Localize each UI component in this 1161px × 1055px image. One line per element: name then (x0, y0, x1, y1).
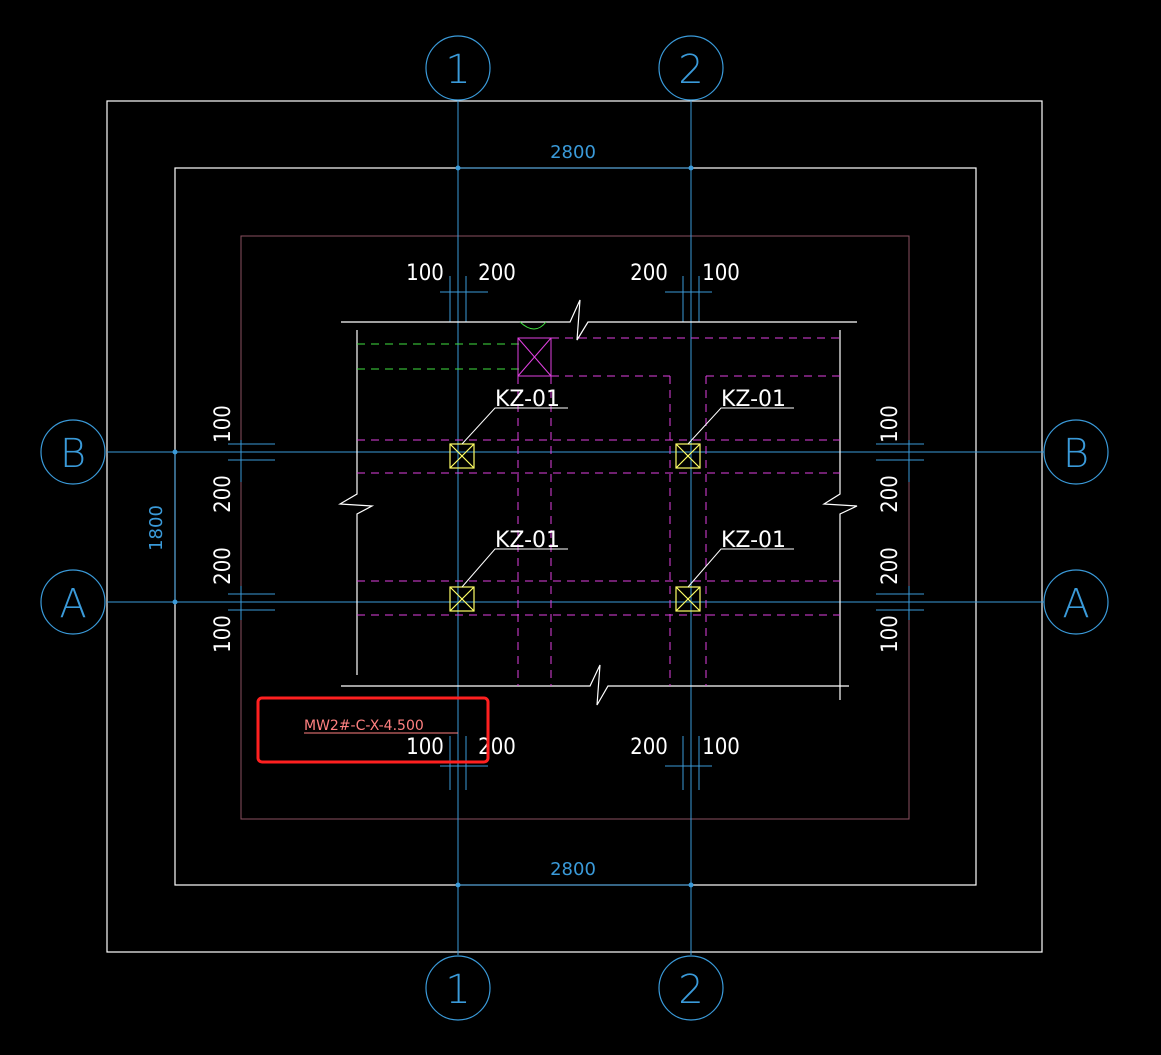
dim-ticks-top (440, 276, 712, 322)
dim-top-right-200: 200 (630, 261, 668, 286)
dim-bottom-right-200: 200 (630, 735, 668, 760)
magenta-dashed-walls (357, 337, 840, 686)
dim-top-right-100: 100 (702, 261, 740, 286)
dim-span-top-text: 2800 (550, 142, 596, 163)
axis-bubble-col-2-bottom[interactable]: 2 (658, 955, 724, 1021)
dim-span-top (455, 165, 694, 171)
break-line-bottom (341, 664, 849, 706)
column-kz-b2[interactable] (675, 443, 701, 469)
dim-left-b-100: 100 (211, 405, 236, 443)
axis-bubble-row-b-left[interactable]: B (40, 419, 106, 485)
column-kz-a1[interactable] (449, 586, 475, 612)
dim-right-a-100: 100 (878, 615, 903, 653)
green-dashed-lines (357, 343, 520, 370)
axis-bubble-col-1-top[interactable]: 1 (425, 35, 491, 101)
dim-bottom-left-200: 200 (478, 735, 516, 760)
break-line-right (822, 330, 858, 700)
axis-bubble-col-1-bottom[interactable]: 1 (425, 955, 491, 1021)
svg-text:1: 1 (445, 967, 470, 1013)
column-label-kz-b1: KZ-01 (495, 387, 560, 412)
svg-text:B: B (1063, 431, 1089, 477)
dim-right-a-200: 200 (878, 547, 903, 585)
dim-span-left (172, 449, 178, 605)
dim-right-b-100: 100 (878, 405, 903, 443)
highlight-box (256, 696, 490, 764)
column-label-kz-a2: KZ-01 (721, 528, 786, 553)
svg-text:2: 2 (678, 47, 703, 93)
dim-top-left-200: 200 (478, 261, 516, 286)
opening-crossed-box (517, 321, 552, 377)
middle-boundary (174, 167, 977, 886)
axis-bubble-col-2-top[interactable]: 2 (658, 35, 724, 101)
axis-lines (107, 101, 1044, 955)
column-label-kz-b2: KZ-01 (721, 387, 786, 412)
svg-text:1: 1 (445, 47, 470, 93)
inner-boundary (240, 235, 910, 820)
dim-bottom-right-100: 100 (702, 735, 740, 760)
dim-top-left-100: 100 (406, 261, 444, 286)
dim-left-b-200: 200 (211, 475, 236, 513)
svg-text:B: B (60, 431, 86, 477)
svg-text:A: A (1062, 581, 1089, 627)
outer-boundary (106, 100, 1043, 953)
break-line-left (338, 330, 375, 675)
dim-span-left-text: 1800 (146, 505, 167, 551)
column-kz-b1[interactable] (449, 443, 475, 469)
axis-bubble-row-a-right[interactable]: A (1043, 569, 1109, 635)
column-label-kz-a1: KZ-01 (495, 528, 560, 553)
axis-bubble-row-a-left[interactable]: A (40, 569, 106, 635)
svg-text:2: 2 (678, 967, 703, 1013)
axis-bubble-row-b-right[interactable]: B (1043, 419, 1109, 485)
dim-span-bottom-text: 2800 (550, 859, 596, 880)
dim-left-a-200: 200 (211, 547, 236, 585)
break-line-top (341, 299, 857, 341)
dim-bottom-left-100: 100 (406, 735, 444, 760)
dim-ticks-right (876, 440, 924, 620)
dim-ticks-left (228, 440, 275, 620)
dim-span-bottom (455, 882, 694, 888)
column-leaders (461, 407, 794, 588)
dim-left-a-100: 100 (211, 615, 236, 653)
svg-text:A: A (59, 581, 86, 627)
dim-right-b-200: 200 (878, 475, 903, 513)
wall-note-text[interactable]: MW2#-C-X-4.500 (304, 718, 424, 734)
column-kz-a2[interactable] (675, 586, 701, 612)
